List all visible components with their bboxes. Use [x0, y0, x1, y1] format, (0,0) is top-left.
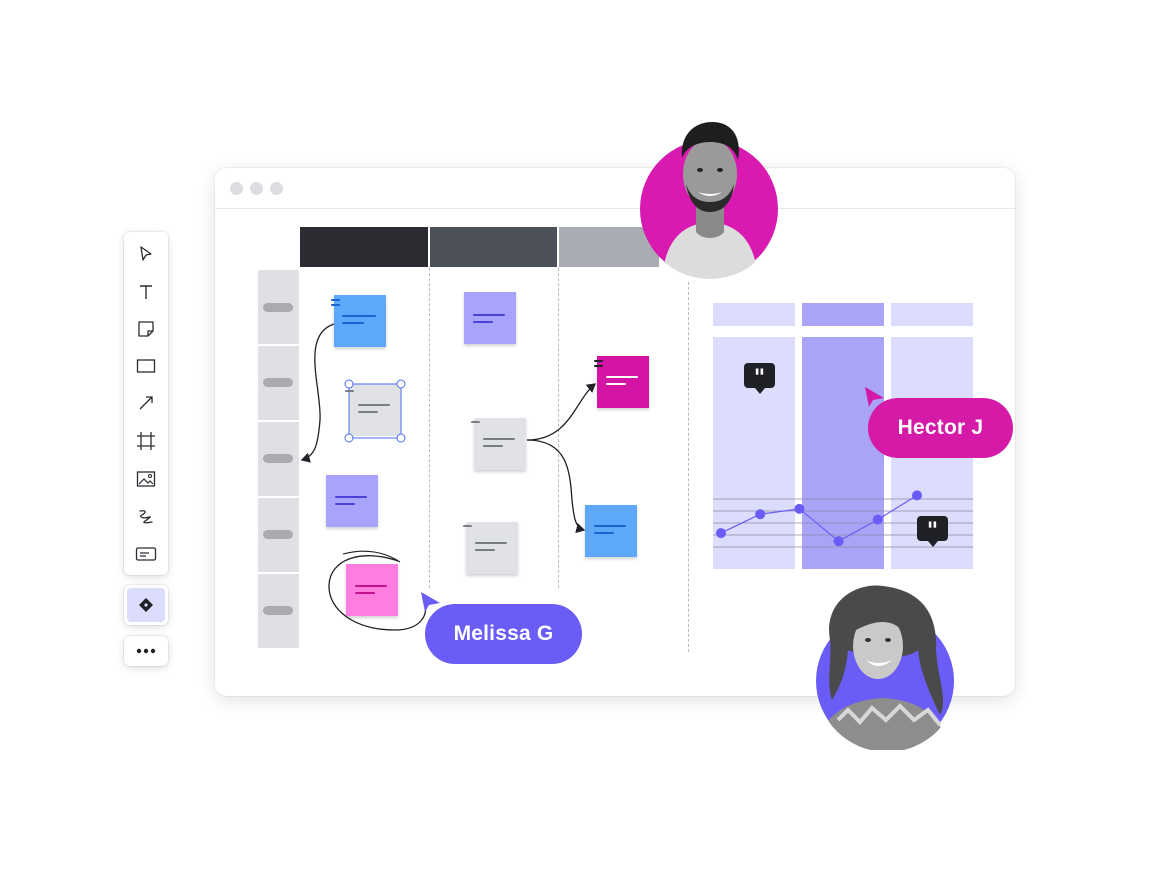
window-dot-minimize[interactable] [250, 182, 263, 195]
comment-quote-icon[interactable]: " [744, 363, 775, 394]
chart-column-header[interactable] [802, 303, 884, 326]
frame-icon[interactable] [124, 422, 168, 459]
collaborator-tag-hector: Hector J [868, 398, 1013, 458]
row-header-1[interactable] [263, 303, 293, 312]
row-header-3[interactable] [263, 454, 293, 463]
sticky-note[interactable] [474, 418, 526, 470]
column-header-1[interactable] [300, 227, 428, 267]
sticky-note[interactable] [334, 295, 386, 347]
chart-column-header[interactable] [713, 303, 795, 326]
chart-column[interactable] [802, 337, 884, 569]
row-divider [258, 496, 299, 498]
chart-point [716, 528, 726, 539]
connector-arrow [526, 383, 597, 441]
image-icon[interactable] [124, 460, 168, 497]
note-drag-handle[interactable] [331, 299, 340, 301]
sticky-note[interactable] [464, 292, 516, 344]
sticky-note[interactable] [597, 356, 649, 408]
window-titlebar [215, 168, 1015, 209]
cursor-pointer-hector [865, 387, 884, 407]
text-icon[interactable] [124, 273, 168, 310]
chart-series-line [720, 494, 918, 542]
sticky-note[interactable] [326, 475, 378, 527]
left-toolbar [124, 232, 168, 575]
avatar-hector[interactable] [640, 112, 780, 280]
row-headers [258, 270, 299, 648]
connector-arrow [300, 323, 335, 463]
text-box-icon[interactable] [124, 535, 168, 572]
column-divider [429, 268, 430, 588]
row-header-5[interactable] [263, 606, 293, 615]
diamond-icon [127, 588, 165, 622]
note-drag-handle[interactable] [594, 360, 603, 362]
note-drag-handle[interactable] [331, 304, 340, 306]
rectangle-icon[interactable] [124, 347, 168, 384]
chart-point [755, 509, 766, 520]
pen-scribble-icon[interactable] [124, 498, 168, 535]
column-header-2[interactable] [430, 227, 557, 267]
special-tool-button[interactable] [124, 585, 168, 625]
chart-point [794, 503, 805, 514]
chart-column-header[interactable] [891, 303, 973, 326]
arrow-line-icon[interactable] [124, 384, 168, 421]
selection-box[interactable] [340, 376, 410, 446]
column-divider [558, 268, 559, 588]
note-drag-handle[interactable] [471, 421, 480, 423]
cursor-pointer-melissa [421, 592, 440, 612]
chart-point [912, 490, 922, 501]
circle-scribble [342, 550, 401, 563]
avatar-melissa[interactable] [808, 580, 958, 750]
sticky-note-selected[interactable] [349, 384, 401, 436]
window-dot-maximize[interactable] [270, 182, 283, 195]
window-dot-close[interactable] [230, 182, 243, 195]
sticky-note[interactable] [466, 522, 518, 574]
circle-scribble [328, 555, 427, 631]
row-divider [258, 420, 299, 422]
sticky-note-icon[interactable] [124, 310, 168, 347]
sticky-note[interactable] [346, 564, 398, 616]
note-drag-handle[interactable] [594, 365, 603, 367]
section-divider [688, 282, 689, 652]
connector-arrow [526, 439, 586, 534]
more-options-button[interactable] [124, 636, 168, 666]
more-dots-icon [136, 648, 156, 654]
sticky-note[interactable] [585, 505, 637, 557]
column-header-3[interactable] [559, 227, 659, 267]
collaborator-tag-melissa: Melissa G [425, 604, 582, 664]
row-divider [258, 572, 299, 574]
note-drag-handle[interactable] [463, 525, 472, 527]
note-drag-handle[interactable] [345, 390, 354, 392]
chart-point [833, 536, 844, 547]
comment-quote-icon[interactable]: " [917, 516, 948, 547]
row-header-4[interactable] [263, 530, 293, 539]
row-header-2[interactable] [263, 378, 293, 387]
chart-point [872, 514, 883, 525]
cursor-arrow-icon[interactable] [124, 235, 168, 272]
row-divider [258, 344, 299, 346]
